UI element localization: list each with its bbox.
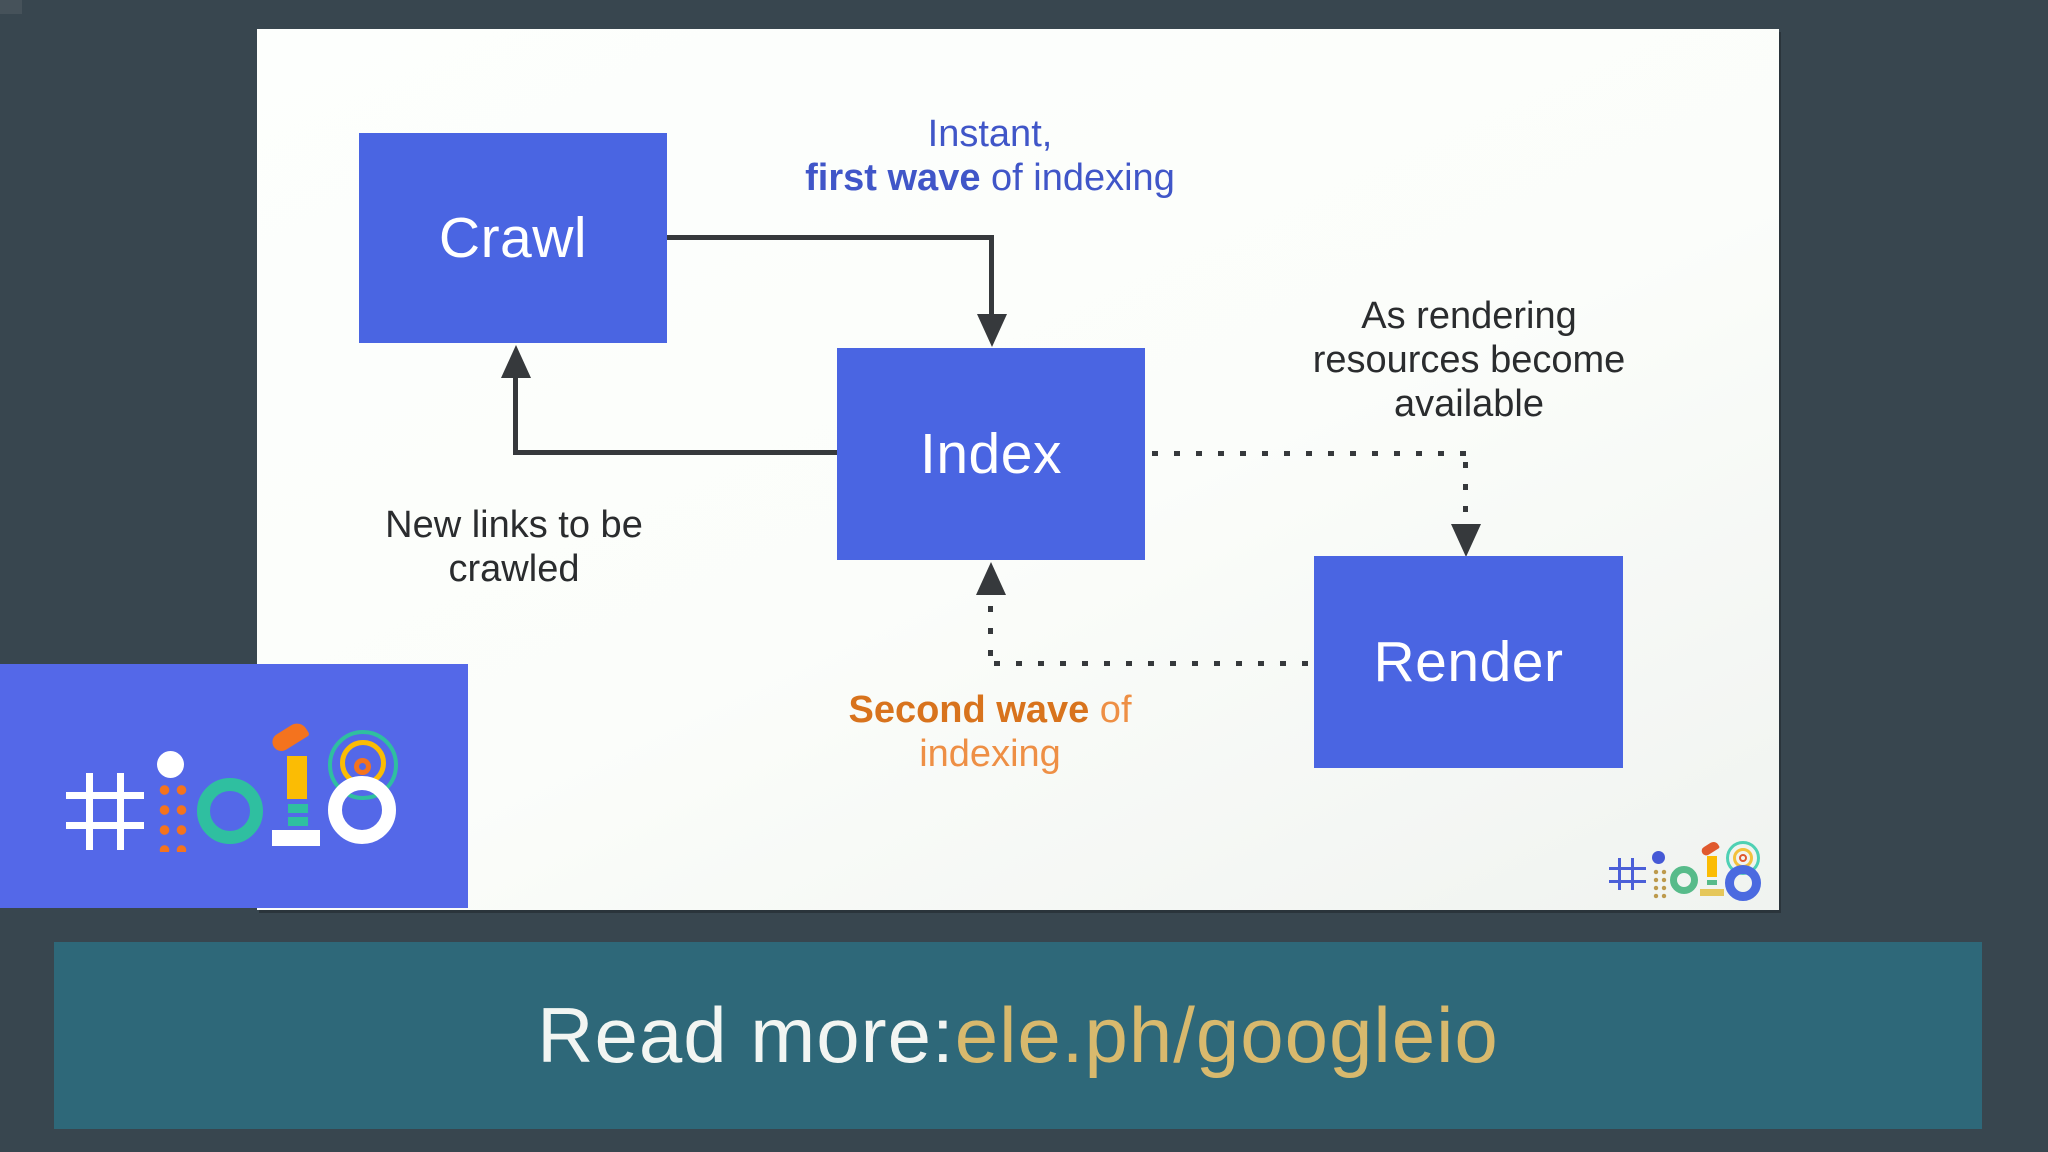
new-links-line2: crawled xyxy=(448,548,580,590)
mini-one-flag-icon xyxy=(1699,839,1721,858)
mini-hash-icon xyxy=(1631,858,1634,890)
mini-o-icon xyxy=(1670,866,1698,894)
eight-orange-ring-icon xyxy=(354,758,371,775)
mini-hash-icon xyxy=(1618,858,1621,890)
annotation-new-links: New links to be crawled xyxy=(329,503,699,591)
first-wave-rest: of indexing xyxy=(980,157,1175,199)
node-render-label: Render xyxy=(1373,630,1564,694)
mini-one-stripe-icon xyxy=(1707,880,1717,885)
read-more-label: Read more: xyxy=(537,991,955,1079)
second-wave-bold: Second wave xyxy=(848,689,1090,731)
node-index-label: Index xyxy=(920,422,1062,486)
mini-one-base-icon xyxy=(1700,889,1724,896)
one-base-icon xyxy=(272,830,320,846)
as-rendering-line3: available xyxy=(1394,383,1544,425)
mini-i-dots-icon xyxy=(1652,868,1667,900)
read-more-banner: Read more: ele.ph/googleio xyxy=(54,942,1982,1129)
mini-i-dot-icon xyxy=(1652,851,1665,864)
slide: Crawl Index Render Instant, first wave o… xyxy=(257,29,1779,910)
annotation-as-rendering: As rendering resources become available xyxy=(1283,294,1655,426)
connector-crawl-to-index-v xyxy=(989,235,994,317)
arrowhead-into-index-top xyxy=(977,314,1007,347)
mini-hash-icon xyxy=(1609,867,1646,870)
connector-crawl-to-index-h xyxy=(667,235,994,240)
i-dot-icon xyxy=(157,751,184,778)
mini-eight-donut-icon xyxy=(1725,865,1761,901)
mini-eight-orange-ring-icon xyxy=(1739,854,1747,862)
dotted-index-to-render-v xyxy=(1463,462,1468,520)
eight-donut-icon xyxy=(328,776,396,844)
dotted-render-to-index-v xyxy=(988,606,993,660)
dotted-index-to-render-h xyxy=(1152,451,1468,456)
node-crawl-label: Crawl xyxy=(438,206,588,270)
io18-logo-badge xyxy=(0,664,468,908)
hash-icon xyxy=(86,773,93,850)
as-rendering-line1: As rendering xyxy=(1361,295,1577,337)
one-flag-icon xyxy=(269,719,310,755)
annotation-second-wave: Second wave of indexing xyxy=(760,688,1220,776)
arrowhead-into-crawl-bottom xyxy=(501,345,531,378)
connector-index-to-crawl-v xyxy=(513,377,518,452)
hash-icon xyxy=(66,792,144,799)
second-wave-line2: indexing xyxy=(919,733,1061,775)
one-stripe-icon xyxy=(288,817,308,826)
mini-hash-icon xyxy=(1609,880,1646,883)
dotted-render-to-index-h xyxy=(994,661,1316,666)
arrowhead-into-render-top xyxy=(1451,524,1481,557)
as-rendering-line2: resources become xyxy=(1312,339,1626,381)
connector-index-to-crawl-h xyxy=(513,450,839,455)
o-donut-icon xyxy=(197,778,263,844)
io18-slide-logo xyxy=(1604,836,1779,906)
read-more-link[interactable]: ele.ph/googleio xyxy=(954,991,1499,1079)
node-index: Index xyxy=(837,348,1145,560)
mini-one-bar-icon xyxy=(1707,856,1717,877)
first-wave-line1: Instant, xyxy=(927,113,1053,155)
new-links-line1: New links to be xyxy=(385,504,643,546)
hash-icon xyxy=(117,773,124,850)
node-crawl: Crawl xyxy=(359,133,667,343)
i-dots-icon xyxy=(154,778,187,852)
second-wave-rest: of xyxy=(1089,689,1132,731)
one-stripe-icon xyxy=(288,804,308,813)
node-render: Render xyxy=(1314,556,1623,768)
arrowhead-into-index-bottom xyxy=(976,562,1006,595)
corner-artifact xyxy=(0,0,22,14)
hash-icon xyxy=(66,822,144,829)
one-bar-icon xyxy=(287,756,307,799)
first-wave-bold: first wave xyxy=(805,157,981,199)
annotation-first-wave: Instant, first wave of indexing xyxy=(760,112,1220,200)
